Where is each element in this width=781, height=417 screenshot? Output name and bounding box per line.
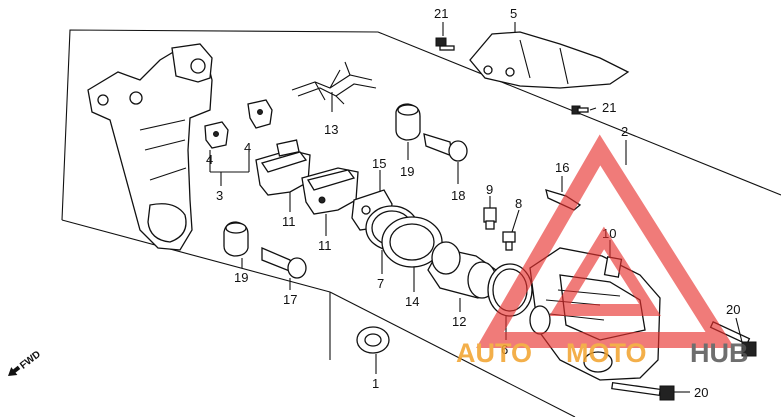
callout-4-right: 4 xyxy=(244,140,251,155)
forward-label: FWD xyxy=(18,349,43,372)
callout-21-right: 21 xyxy=(602,100,616,115)
automotohub-watermark: AUTO MOTO HUB xyxy=(456,134,749,368)
bleeder-valve xyxy=(502,231,516,251)
callout-3: 3 xyxy=(216,188,223,203)
callout-13: 13 xyxy=(324,122,338,137)
watermark-text-auto: AUTO xyxy=(456,338,532,368)
pin-boot-lower xyxy=(223,221,249,257)
watermark-text-hub: HUB xyxy=(690,338,749,368)
callout-16: 16 xyxy=(555,160,569,175)
callout-1: 1 xyxy=(372,376,379,391)
guard-bolt-upper xyxy=(435,37,455,51)
callout-21-top: 21 xyxy=(434,6,448,21)
callout-12: 12 xyxy=(452,314,466,329)
caliper-pin-upper xyxy=(423,133,468,162)
pad-clip-a xyxy=(204,121,229,149)
forward-direction-indicator: FWD xyxy=(8,349,43,376)
brake-pad-b xyxy=(301,167,359,215)
forward-arrow-icon xyxy=(8,365,21,376)
brake-pad-a xyxy=(255,139,311,196)
pin-boot-upper xyxy=(395,103,421,141)
callout-20-upper: 20 xyxy=(726,302,740,317)
pad-clip-b xyxy=(247,99,273,129)
callout-20-lower: 20 xyxy=(694,385,708,400)
caliper-piston xyxy=(427,241,497,299)
guard-bolt-lower xyxy=(571,105,589,115)
callout-5: 5 xyxy=(510,6,517,21)
callout-19-lower: 19 xyxy=(234,270,248,285)
callout-15: 15 xyxy=(372,156,386,171)
callout-4-left: 4 xyxy=(206,152,213,167)
piston-seal xyxy=(381,216,443,268)
caliper-bracket xyxy=(87,43,213,251)
pad-spring xyxy=(291,61,377,105)
callout-6: 6 xyxy=(501,342,508,357)
callout-18: 18 xyxy=(451,188,465,203)
callout-19-upper: 19 xyxy=(400,164,414,179)
watermark-logo-triangle xyxy=(476,134,735,348)
washer xyxy=(356,326,390,354)
callout-9: 9 xyxy=(486,182,493,197)
caliper-guard xyxy=(469,31,630,89)
callout-labels: 21 5 21 2 13 19 18 15 16 9 8 10 4 4 3 11… xyxy=(206,6,740,400)
mounting-bolt-lower xyxy=(611,381,675,401)
caliper-pin-lower xyxy=(261,247,307,279)
bleeder-cap xyxy=(483,207,497,230)
callout-8: 8 xyxy=(515,196,522,211)
callout-7: 7 xyxy=(377,276,384,291)
callout-11-left: 11 xyxy=(282,214,296,229)
callout-2: 2 xyxy=(621,124,628,139)
callout-14: 14 xyxy=(405,294,419,309)
callout-17: 17 xyxy=(283,292,297,307)
watermark-text-moto: MOTO xyxy=(566,338,647,368)
callout-11-right: 11 xyxy=(318,238,332,253)
